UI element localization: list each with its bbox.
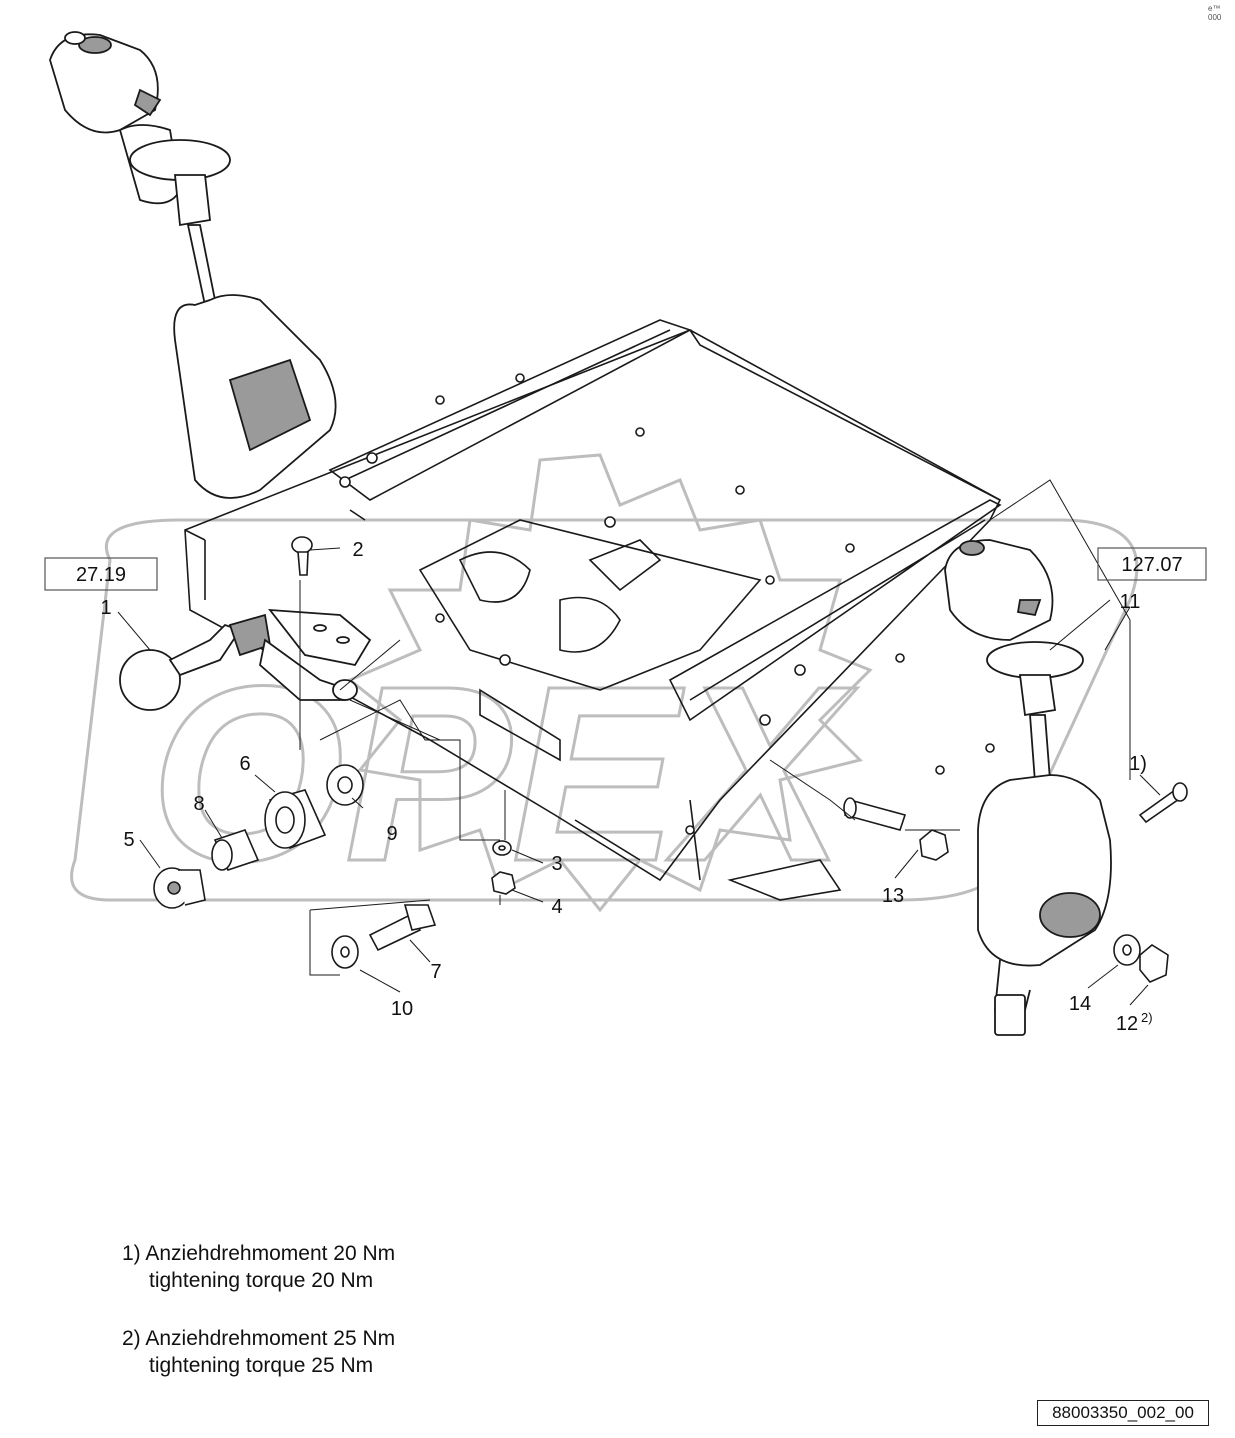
callout-4: 4 — [551, 896, 562, 918]
callout-8: 8 — [193, 793, 204, 815]
reference-box-right-label: 127.07 — [1121, 554, 1182, 576]
callout-note-1: 1) — [1129, 753, 1147, 775]
callout-9: 9 — [386, 823, 397, 845]
callout-1: 1 — [100, 597, 111, 619]
part-4-nut — [491, 871, 516, 895]
watermark-frame — [70, 518, 1139, 902]
callout-2: 2 — [352, 539, 363, 561]
part-7-bolt — [368, 904, 437, 952]
callout-3: 3 — [551, 853, 562, 875]
watermark-text: OPEX — [150, 634, 858, 913]
part-2-screw — [291, 536, 313, 576]
note-1-line-1: 1) Anziehdrehmoment 20 Nm — [122, 1241, 395, 1267]
joystick-left — [49, 31, 337, 499]
callout-7: 7 — [430, 961, 441, 983]
note-1-german: Anziehdrehmoment 20 Nm — [145, 1242, 396, 1265]
part-10-washer — [331, 935, 359, 969]
note-2-marker: 2) — [122, 1327, 141, 1350]
part-12-nut — [1139, 944, 1169, 983]
seat-frame — [184, 319, 1002, 901]
note-1-english: tightening torque 20 Nm — [149, 1269, 374, 1292]
watermark-gear-icon — [347, 453, 873, 913]
part-3-washer — [492, 840, 512, 856]
note-2-english: tightening torque 25 Nm — [149, 1354, 374, 1377]
callout-5: 5 — [123, 829, 134, 851]
part-6-bushing — [264, 789, 327, 850]
callout-12: 12 — [1116, 1013, 1138, 1035]
callout-6: 6 — [239, 753, 250, 775]
callouts: 1 2 3 4 5 6 7 8 9 10 11 12 2) 13 14 1) — [100, 539, 1152, 1035]
bracket-underside — [479, 688, 701, 881]
seat-mechanism — [418, 519, 762, 691]
seat-rail-left — [328, 319, 693, 521]
part-1-lever — [119, 608, 372, 711]
part-14-washer — [1113, 934, 1141, 966]
part-8-sleeve — [211, 829, 260, 871]
corner-mark: e™ 000 — [1208, 4, 1222, 22]
callout-13: 13 — [882, 885, 904, 907]
joystick-right — [944, 539, 1112, 1036]
note-2-line-1: 2) Anziehdrehmoment 25 Nm — [122, 1326, 395, 1352]
callout-12-superscript: 2) — [1141, 1010, 1153, 1025]
reference-box-left: 27.19 — [44, 557, 158, 591]
callout-14: 14 — [1069, 993, 1091, 1015]
part-5-flange-bushing — [153, 867, 206, 909]
watermark: OPEX — [70, 453, 1139, 915]
bolt-shaft — [843, 797, 907, 831]
note-1-marker: 1) — [122, 1242, 141, 1265]
part-9-washer — [326, 764, 364, 806]
callout-10: 10 — [391, 998, 413, 1020]
drawing-id: 88003350_002_00 — [1037, 1400, 1209, 1426]
callout-11: 11 — [1120, 591, 1141, 613]
part-13-nut — [919, 829, 949, 861]
note1-bolt — [1138, 782, 1188, 824]
reference-box-left-label: 27.19 — [76, 564, 126, 586]
seat-rail-right — [668, 499, 1002, 722]
reference-box-right: 127.07 — [1097, 547, 1207, 581]
leader-lines — [117, 479, 1161, 1006]
note-2-german: Anziehdrehmoment 25 Nm — [145, 1327, 396, 1350]
